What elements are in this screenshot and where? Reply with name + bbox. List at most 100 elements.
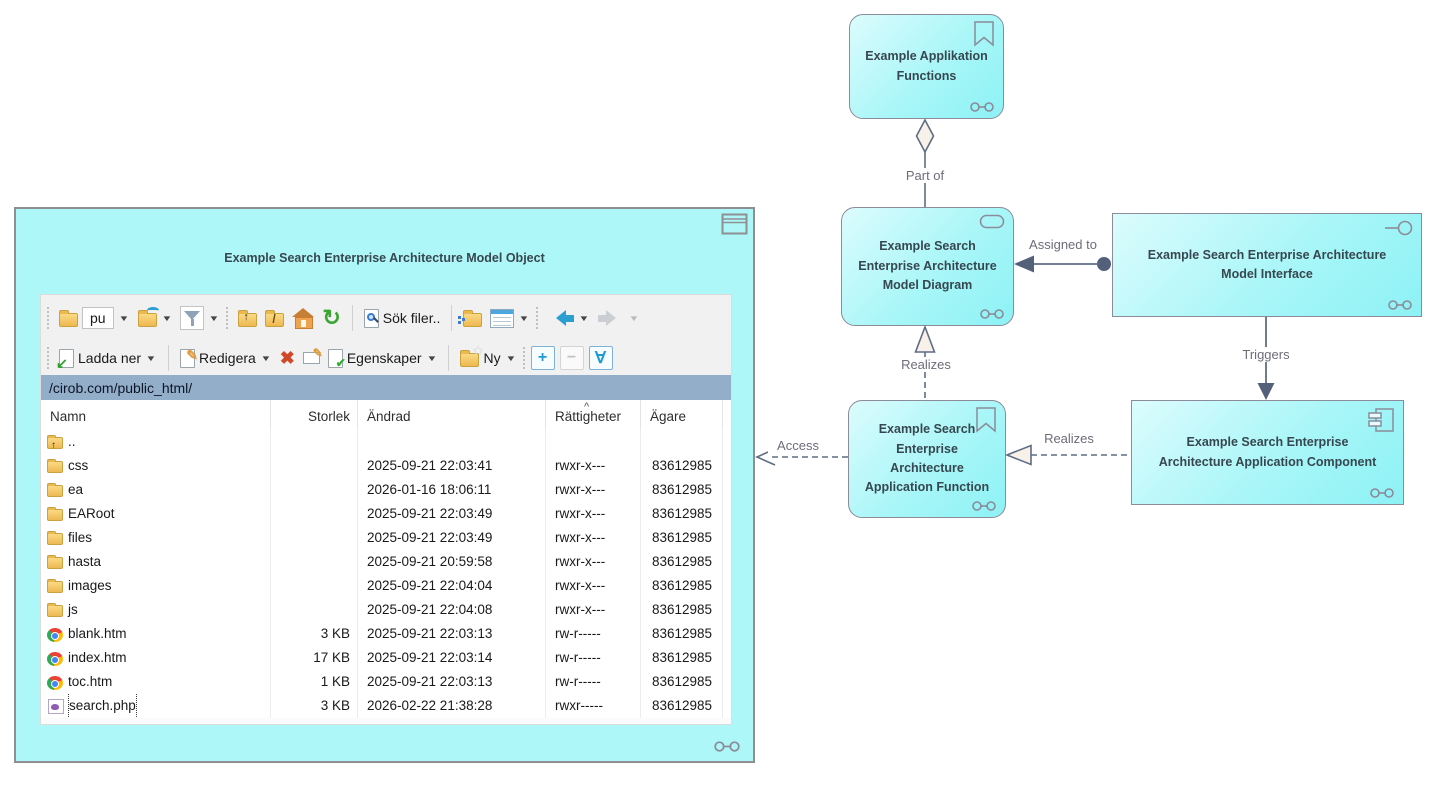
file-size: 1 KB <box>271 670 358 694</box>
list-view-button[interactable]: ▼ <box>486 307 534 330</box>
edit-label: Redigera <box>198 350 256 366</box>
new-label: Ny <box>483 350 501 366</box>
edit-button[interactable]: ✎ Redigera ▼ <box>176 347 276 370</box>
download-button[interactable]: ↙ Ladda ner ▼ <box>55 347 161 371</box>
file-modified: 2026-02-22 21:38:28 <box>358 694 546 718</box>
file-name: js <box>68 602 78 617</box>
toolbar-grip[interactable] <box>47 347 50 369</box>
file-permissions: rwxr-x--- <box>546 502 641 526</box>
dropdown-caret-icon[interactable]: ▼ <box>117 313 130 323</box>
table-row[interactable]: images 2025-09-21 22:04:04 rwxr-x--- 836… <box>41 574 731 598</box>
new-folder-icon: ★ <box>460 346 482 367</box>
toolbar-grip[interactable] <box>226 307 229 329</box>
file-permissions: rwxr-x--- <box>546 598 641 622</box>
delete-icon: ✖ <box>279 348 295 368</box>
column-header-modified[interactable]: Ändrad <box>358 400 546 430</box>
directory-tree-button[interactable] <box>458 307 486 329</box>
table-row[interactable]: files 2025-09-21 22:03:49 rwxr-x--- 8361… <box>41 526 731 550</box>
table-row[interactable]: hasta 2025-09-21 20:59:58 rwxr-x--- 8361… <box>41 550 731 574</box>
file-size <box>271 574 358 598</box>
connector-label-realizes-vertical: Realizes <box>896 357 956 372</box>
node-application-functions[interactable]: Example Applikation Functions <box>849 14 1004 119</box>
select-filter-button[interactable]: ∀ <box>588 346 613 370</box>
file-name: ea <box>68 482 84 497</box>
table-row[interactable]: index.htm 17 KB 2025-09-21 22:03:14 rw-r… <box>41 646 731 670</box>
link-icon <box>714 741 740 752</box>
toolbar-separator <box>448 345 450 371</box>
file-permissions: rwxr----- <box>546 694 641 718</box>
file-icon <box>47 579 63 593</box>
node-model-interface[interactable]: Example Search Enterprise Architecture M… <box>1112 213 1422 317</box>
node-application-component[interactable]: Example Search Enterprise Architecture A… <box>1131 400 1404 505</box>
properties-label: Egenskaper <box>346 350 422 366</box>
forward-button[interactable]: ▼ <box>594 308 644 328</box>
dropdown-caret-icon[interactable]: ▼ <box>578 313 590 323</box>
file-icon <box>47 555 63 569</box>
column-header-owner[interactable]: Ägare <box>641 400 723 430</box>
file-permissions: rwxr-x--- <box>546 526 641 550</box>
find-files-button[interactable]: Sök filer.. <box>360 307 445 330</box>
home-icon <box>292 308 315 329</box>
table-row[interactable]: ea 2026-01-16 18:06:11 rwxr-x--- 8361298… <box>41 478 731 502</box>
file-modified: 2025-09-21 22:03:14 <box>358 646 546 670</box>
table-row[interactable]: .. <box>41 430 731 454</box>
new-button[interactable]: ★ Ny ▼ <box>456 346 520 369</box>
column-header-permissions[interactable]: ^ Rättigheter <box>546 400 641 430</box>
file-name: index.htm <box>68 650 127 665</box>
node-application-function[interactable]: Example Search Enterprise Architecture A… <box>848 400 1006 518</box>
forward-arrow-icon <box>598 310 624 326</box>
dropdown-caret-icon[interactable]: ▼ <box>518 313 530 323</box>
dropdown-caret-icon[interactable]: ▼ <box>425 353 438 363</box>
bookmark-combo-value[interactable]: pu <box>82 307 114 329</box>
interface-icon <box>1385 220 1413 236</box>
address-bar[interactable]: /cirob.com/public_html/ <box>41 375 731 400</box>
dropdown-caret-icon[interactable]: ▼ <box>208 313 220 323</box>
file-modified <box>358 430 546 454</box>
back-button[interactable]: ▼ <box>544 308 594 328</box>
root-directory-button[interactable]: / <box>261 307 288 329</box>
open-directory-button[interactable]: ▼ <box>134 307 177 329</box>
file-size: 3 KB <box>271 622 358 646</box>
file-size <box>271 478 358 502</box>
table-row[interactable]: js 2025-09-21 22:04:08 rwxr-x--- 8361298… <box>41 598 731 622</box>
file-icon <box>47 483 63 497</box>
column-header-size[interactable]: Storlek <box>271 400 358 430</box>
table-row[interactable]: search.php 3 KB 2026-02-22 21:38:28 rwxr… <box>41 694 731 718</box>
column-header-name[interactable]: Namn <box>41 400 271 430</box>
current-path: /cirob.com/public_html/ <box>49 379 193 396</box>
node-model-diagram[interactable]: Example Search Enterprise Architecture M… <box>841 207 1014 326</box>
node-label: Example Applikation Functions <box>865 49 988 83</box>
properties-button[interactable]: ✔ Egenskaper ▼ <box>324 347 442 370</box>
rename-button[interactable]: ✎ <box>299 346 324 366</box>
table-row[interactable]: EARoot 2025-09-21 22:03:49 rwxr-x--- 836… <box>41 502 731 526</box>
table-row[interactable]: toc.htm 1 KB 2025-09-21 22:03:13 rw-r---… <box>41 670 731 694</box>
delete-button[interactable]: ✖ <box>276 347 299 369</box>
file-name: .. <box>68 434 76 449</box>
file-owner: 83612985 <box>641 670 723 694</box>
home-directory-button[interactable] <box>288 306 318 330</box>
filter-button[interactable]: ▼ <box>176 304 224 332</box>
bookmark-folder-dropdown[interactable]: pu ▼ <box>55 305 134 331</box>
refresh-button[interactable]: ↻ <box>318 306 344 330</box>
file-name: images <box>68 578 112 593</box>
file-icon <box>47 651 63 666</box>
node-label: Example Search Enterprise Architecture M… <box>1147 247 1387 281</box>
file-owner: 83612985 <box>641 646 723 670</box>
file-icon <box>47 507 63 521</box>
toolbar-grip[interactable] <box>536 307 539 329</box>
parent-directory-button[interactable]: ↑ <box>234 307 261 329</box>
link-icon <box>980 309 1004 319</box>
file-owner: 83612985 <box>641 550 723 574</box>
dropdown-caret-icon[interactable]: ▼ <box>160 313 173 323</box>
dropdown-caret-icon[interactable]: ▼ <box>505 353 517 363</box>
toolbar-grip[interactable] <box>47 307 50 329</box>
refresh-icon: ↻ <box>322 305 341 330</box>
file-manager-screenshot: pu ▼ ▼ ▼ ↑ / <box>40 294 732 725</box>
toolbar-grip[interactable] <box>522 347 526 369</box>
table-row[interactable]: css 2025-09-21 22:03:41 rwxr-x--- 836129… <box>41 454 731 478</box>
add-button[interactable]: + <box>530 346 555 370</box>
dropdown-caret-icon[interactable]: ▼ <box>260 353 272 363</box>
node-model-object[interactable]: Example Search Enterprise Architecture M… <box>14 207 755 763</box>
table-row[interactable]: blank.htm 3 KB 2025-09-21 22:03:13 rw-r-… <box>41 622 731 646</box>
dropdown-caret-icon[interactable]: ▼ <box>145 353 157 363</box>
